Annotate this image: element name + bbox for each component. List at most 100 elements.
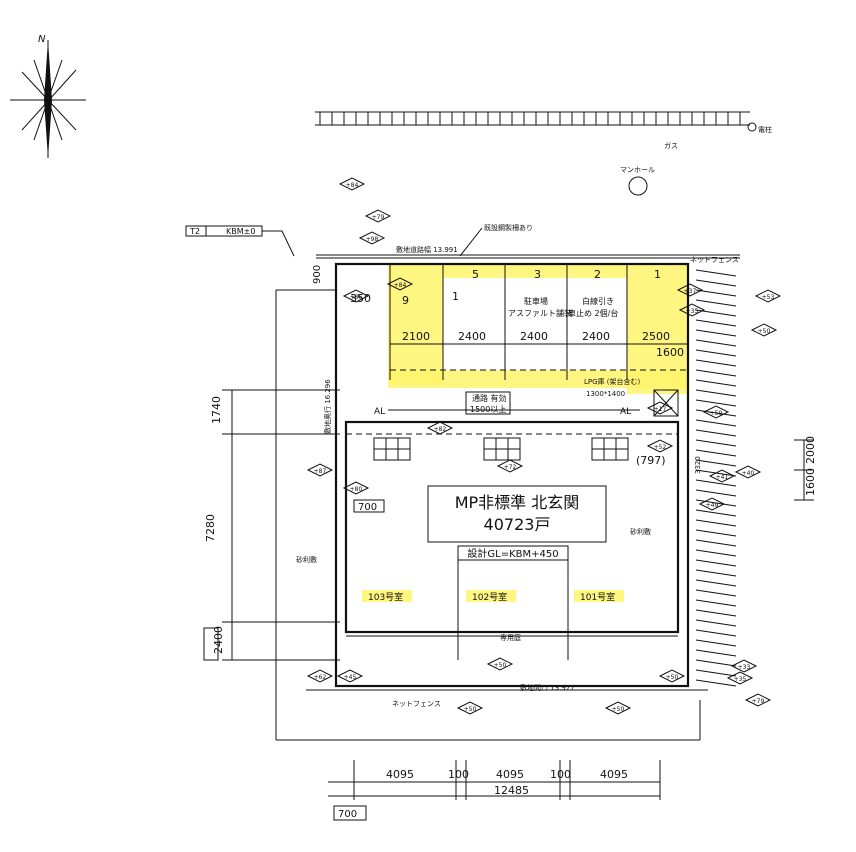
svg-text:アスファルト舗装: アスファルト舗装	[508, 308, 572, 318]
stall-number: 1	[654, 268, 661, 281]
level-mark: +50	[604, 701, 632, 715]
stall-width: 2500	[642, 330, 670, 343]
level-mark-text: +53	[762, 294, 775, 301]
level-mark: +35	[678, 303, 706, 317]
level-mark: +50	[750, 323, 778, 337]
svg-text:敷地奥行 16.296: 敷地奥行 16.296	[323, 379, 332, 434]
level-mark-text: +35	[686, 308, 699, 315]
net-fence-top: ネットフェンス	[690, 256, 739, 264]
level-mark-text: +84	[346, 182, 359, 189]
svg-text:T2: T2	[189, 227, 200, 236]
level-mark-text: +50	[464, 706, 477, 713]
svg-text:車止め 2個/台: 車止め 2個/台	[568, 308, 618, 318]
svg-text:白線引き: 白線引き	[582, 296, 614, 306]
manhole-icon	[628, 176, 648, 196]
svg-text:AL: AL	[374, 407, 385, 417]
svg-text:700: 700	[358, 502, 377, 513]
level-mark: +35	[726, 671, 754, 685]
left-dim: 2400	[212, 626, 225, 654]
level-mark-text: +87	[314, 468, 327, 475]
svg-text:1300*1400: 1300*1400	[586, 390, 625, 398]
bottom-dim: 100	[448, 768, 469, 781]
level-mark: +84	[338, 177, 366, 191]
level-mark: +59	[702, 405, 730, 419]
svg-text:砂利敷: 砂利敷	[630, 527, 651, 536]
left-dim: 1740	[210, 396, 223, 424]
garden-label: 専用庭	[500, 633, 521, 642]
level-mark-text: +82	[434, 426, 447, 433]
svg-text:900: 900	[312, 265, 323, 284]
level-mark-text: +52	[654, 444, 667, 451]
design-gl: 設計GL=KBM+450	[467, 547, 558, 560]
svg-text:1600: 1600	[656, 346, 684, 359]
level-mark-text: +41	[716, 474, 729, 481]
svg-text:3320: 3320	[694, 456, 702, 474]
level-mark: +79	[364, 209, 392, 223]
level-mark: +37	[676, 283, 704, 297]
left-dim: 7280	[204, 514, 217, 542]
level-mark: +72	[496, 459, 524, 473]
level-mark: +45	[336, 669, 364, 683]
stall-number: 1	[452, 290, 459, 303]
stall-width: 2400	[582, 330, 610, 343]
svg-text:(797): (797)	[636, 454, 666, 467]
level-mark: +33	[730, 659, 758, 673]
gravel-label: 砂利敷	[296, 555, 317, 564]
level-mark-text: +79	[752, 698, 765, 705]
building-title-box	[427, 485, 607, 543]
entrance-grids	[373, 437, 629, 461]
level-mark: +62	[306, 669, 334, 683]
level-mark: +41	[708, 469, 736, 483]
level-mark-text: +45	[344, 674, 357, 681]
bottom-dim: 4095	[496, 768, 524, 781]
level-mark: +50	[456, 701, 484, 715]
level-mark-text: +86	[350, 294, 363, 301]
net-fence-bottom: ネットフェンス	[392, 700, 441, 708]
level-mark-text: +98	[366, 236, 379, 243]
svg-text:敷地間口 13.977: 敷地間口 13.977	[520, 683, 575, 692]
bottom-dim: 4095	[600, 768, 628, 781]
level-mark-text: +17	[654, 406, 667, 413]
stall-number: 3	[534, 268, 541, 281]
stall-width: 2400	[458, 330, 486, 343]
building-units-count: 40723戸	[484, 515, 551, 534]
level-mark: +98	[358, 231, 386, 245]
stall-number: 2	[594, 268, 601, 281]
level-mark-text: +59	[710, 410, 723, 417]
north-arrow-icon: N	[10, 34, 86, 158]
bottom-total: 12485	[494, 784, 529, 797]
manhole-label: マンホール	[620, 166, 655, 174]
level-mark-text: +50	[612, 706, 625, 713]
level-mark-text: +49	[706, 502, 719, 509]
site-boundary	[334, 262, 690, 688]
level-mark: +87	[306, 463, 334, 477]
level-mark: +49	[698, 497, 726, 511]
bottom-dim: 4095	[386, 768, 414, 781]
level-mark: +84	[386, 277, 414, 291]
level-mark: +52	[646, 439, 674, 453]
level-mark-text: +72	[504, 464, 517, 471]
level-mark: +50	[658, 669, 686, 683]
unit-label: 102号室	[472, 591, 507, 603]
north-label: N	[38, 34, 46, 45]
level-mark: +86	[342, 289, 370, 303]
top-rail	[315, 111, 757, 132]
stall-number: 5	[472, 268, 479, 281]
level-mark: +82	[426, 421, 454, 435]
stall-width: 2100	[402, 330, 430, 343]
pole-label: 電柱	[758, 125, 772, 134]
level-mark-text: +37	[684, 288, 697, 295]
building-title: MP非標準 北玄関	[455, 493, 580, 512]
level-mark-text: +50	[494, 662, 507, 669]
level-mark: +40	[734, 465, 762, 479]
svg-text:駐車場: 駐車場	[524, 296, 548, 306]
level-mark-text: +80	[350, 486, 363, 493]
unit-label: 101号室	[580, 591, 615, 603]
level-mark-text: +62	[314, 674, 327, 681]
boundary-note: 既設鋼製柵あり	[484, 223, 533, 232]
level-marks: +84 +98 +79 +84 +86 +37 +35 +53 +50 +59 +87 +80 +72 +…	[306, 177, 782, 715]
stall-width: 2400	[520, 330, 548, 343]
level-mark: +53	[754, 289, 782, 303]
right-slope-hatch	[695, 269, 737, 687]
